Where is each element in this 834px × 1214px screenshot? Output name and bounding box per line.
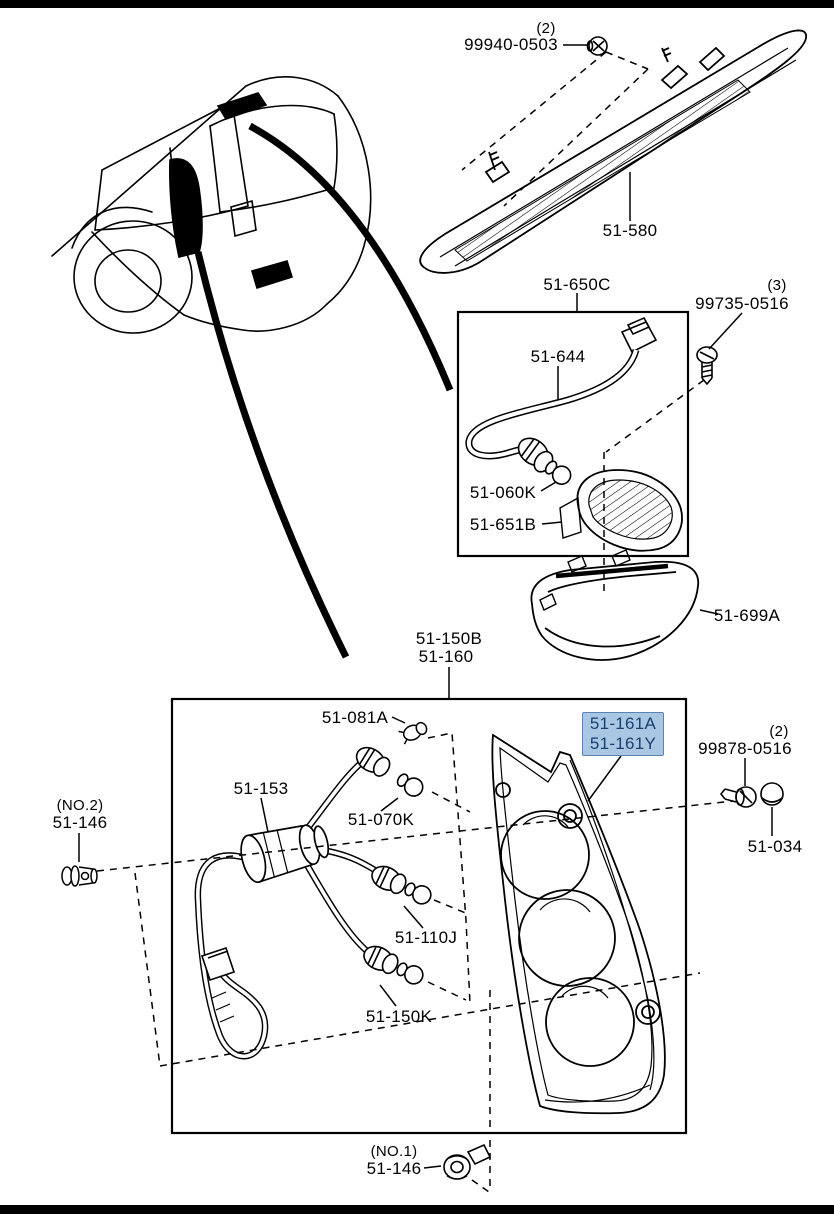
part-51-580: 51-580 bbox=[602, 221, 658, 240]
bulb-icon-51-070K bbox=[396, 773, 424, 797]
side-marker-lens-art bbox=[559, 469, 683, 552]
bolt-icon-no2 bbox=[61, 865, 98, 887]
part-99940-0503: 99940-0503 bbox=[464, 35, 558, 54]
qty-top-screw: (2) bbox=[536, 20, 556, 37]
socket-icon-upper bbox=[355, 746, 391, 777]
cap-icon-51-034 bbox=[760, 782, 784, 806]
rear-combination-lamp-art bbox=[491, 733, 666, 1115]
car-sketch bbox=[51, 76, 372, 334]
rear-lamp-box bbox=[170, 697, 688, 1135]
grommet-icon-no1 bbox=[443, 1143, 492, 1180]
part-51-060K: 51-060K bbox=[469, 483, 537, 502]
qty-marker-screw: (3) bbox=[767, 277, 787, 294]
lamp-stud-left bbox=[484, 151, 511, 184]
part-51-034: 51-034 bbox=[747, 837, 803, 856]
tapping-screw-icon-marker bbox=[696, 346, 718, 386]
bulb-icon-51-110J bbox=[404, 882, 432, 905]
harness-grommet bbox=[240, 824, 330, 884]
dashed-alignment-lines bbox=[96, 51, 734, 1193]
part-99735-0516: 99735-0516 bbox=[695, 294, 789, 313]
pointer-swoosh-lines bbox=[194, 122, 454, 659]
screw-icon-top bbox=[586, 36, 608, 56]
side-marker-cord-art bbox=[465, 316, 658, 473]
part-51-110J: 51-110J bbox=[394, 928, 458, 947]
high-mount-stop-lamp bbox=[419, 29, 807, 274]
part-51-146-no2: 51-146 bbox=[52, 813, 108, 832]
part-51-150K: 51-150K bbox=[365, 1007, 433, 1026]
part-51-160: 51-160 bbox=[418, 647, 474, 666]
socket-icon-middle bbox=[371, 865, 407, 895]
part-51-650C: 51-650C bbox=[543, 275, 611, 294]
part-51-081A: 51-081A bbox=[321, 708, 389, 727]
part-51-161Y: 51-161Y bbox=[589, 734, 657, 753]
part-51-153: 51-153 bbox=[233, 779, 289, 798]
top-trim-bar bbox=[0, 0, 834, 8]
part-51-070K: 51-070K bbox=[347, 810, 415, 829]
bracket-art bbox=[530, 549, 700, 661]
lamp-stud-right bbox=[660, 46, 726, 90]
note-no1: (NO.1) bbox=[370, 1143, 418, 1160]
side-marker-box bbox=[456, 310, 690, 558]
bulb-icon-51-060K bbox=[544, 460, 572, 485]
socket-icon-51-081A bbox=[398, 721, 428, 745]
socket-icon-lower bbox=[363, 945, 399, 975]
leader-lines bbox=[78, 44, 773, 1169]
part-51-146-no1: 51-146 bbox=[366, 1159, 422, 1178]
wiring-harness-art bbox=[194, 754, 380, 1060]
bulb-icon-51-150K bbox=[396, 962, 424, 985]
part-51-651B: 51-651B bbox=[469, 515, 537, 534]
part-99878-0516: 99878-0516 bbox=[698, 739, 792, 758]
part-51-644: 51-644 bbox=[530, 347, 586, 366]
bottom-trim-bar bbox=[0, 1205, 834, 1214]
part-51-699A: 51-699A bbox=[713, 606, 781, 625]
tapping-screw-icon-lamp bbox=[719, 786, 757, 808]
note-no2: (NO.2) bbox=[56, 797, 104, 814]
part-51-161A: 51-161A bbox=[589, 714, 657, 733]
qty-lamp-screw: (2) bbox=[769, 723, 789, 740]
selected-part-label[interactable]: 51-161A 51-161Y bbox=[582, 712, 664, 756]
part-51-150B: 51-150B bbox=[415, 629, 483, 648]
